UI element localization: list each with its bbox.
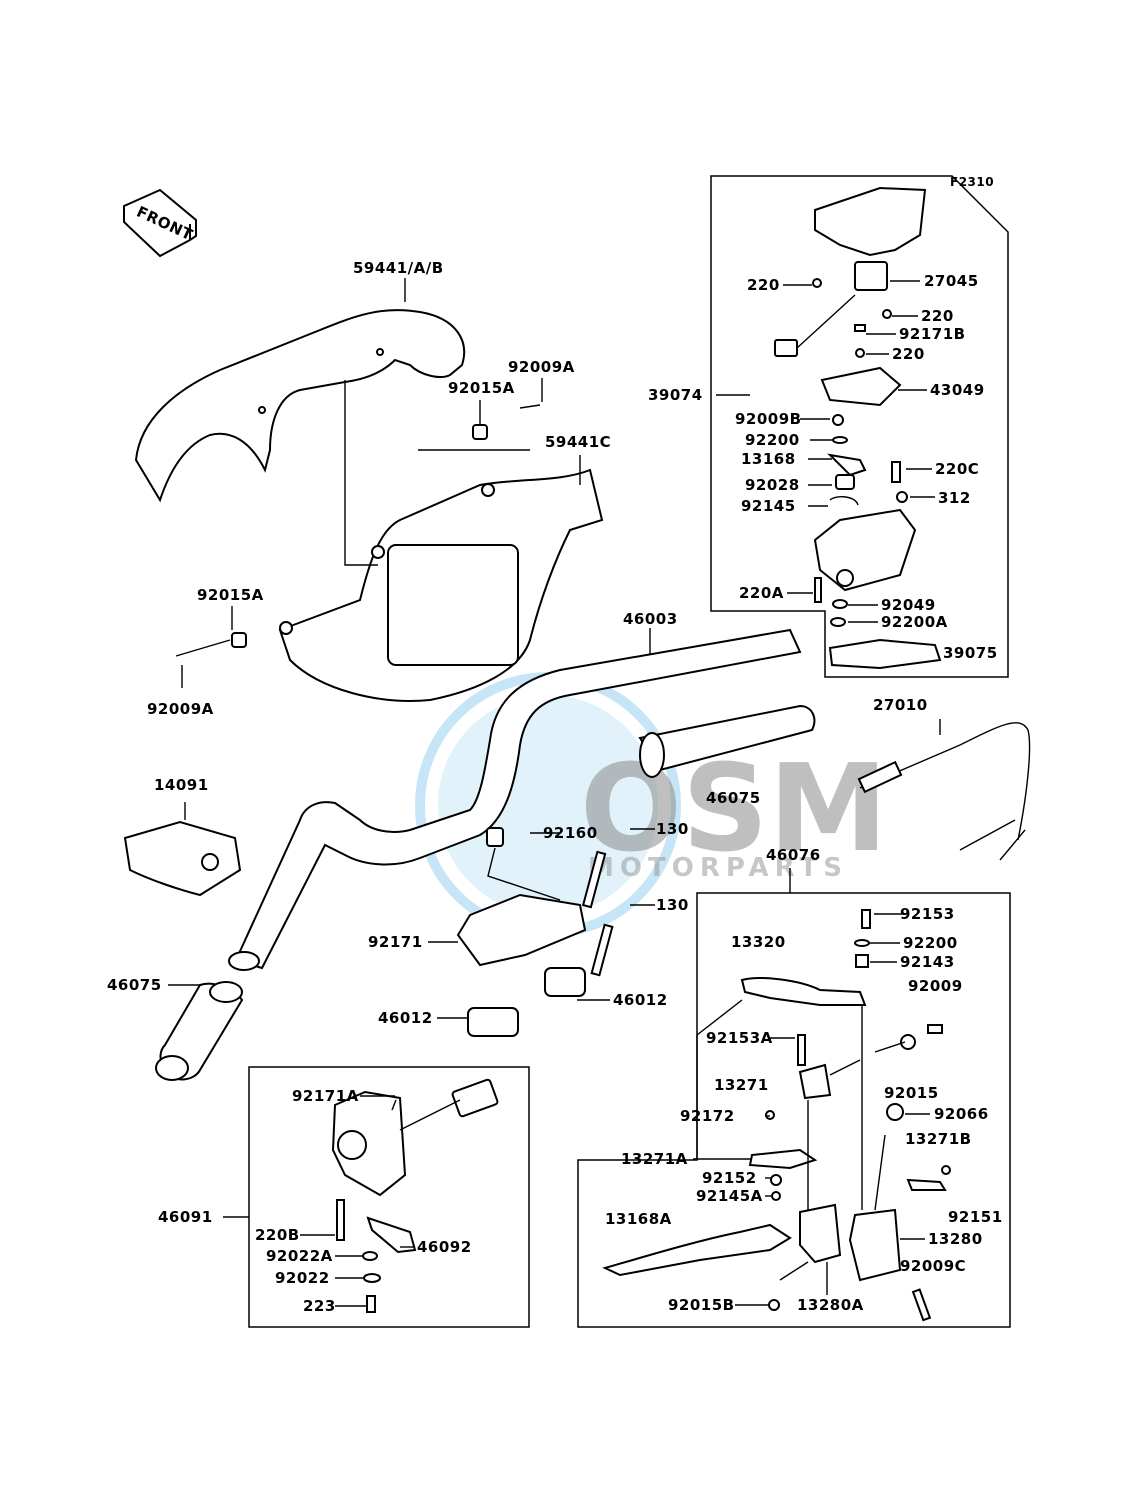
label-92015b: 92015B bbox=[668, 1296, 735, 1314]
handlebar-cover-collar bbox=[175, 404, 541, 657]
label-92160: 92160 bbox=[543, 824, 598, 842]
label-92200-2: 92200 bbox=[903, 934, 958, 952]
handlebar-cover-lower bbox=[278, 468, 604, 702]
throttle-cable bbox=[857, 722, 1031, 861]
label-46075-2: 46075 bbox=[107, 976, 162, 994]
label-46075-1: 46075 bbox=[706, 789, 761, 807]
diagram-code: F2310 bbox=[950, 175, 994, 189]
label-46012-2: 46012 bbox=[378, 1009, 433, 1027]
label-92153a: 92153A bbox=[706, 1029, 773, 1047]
label-92066: 92066 bbox=[934, 1105, 989, 1123]
right-switch-hardware bbox=[812, 278, 908, 627]
label-92200-1: 92200 bbox=[745, 431, 800, 449]
label-46003: 46003 bbox=[623, 610, 678, 628]
label-46092: 46092 bbox=[417, 1238, 472, 1256]
label-92151: 92151 bbox=[948, 1208, 1003, 1226]
label-92022a: 92022A bbox=[266, 1247, 333, 1265]
label-92145a: 92145A bbox=[696, 1187, 763, 1205]
label-13271b: 13271B bbox=[905, 1130, 972, 1148]
label-13280: 13280 bbox=[928, 1230, 983, 1248]
label-27010: 27010 bbox=[873, 696, 928, 714]
label-92171b: 92171B bbox=[899, 325, 966, 343]
clutch-lever-parts bbox=[602, 909, 951, 1322]
label-220c: 220C bbox=[935, 460, 979, 478]
label-92152: 92152 bbox=[702, 1169, 757, 1187]
handlebar-holder bbox=[467, 967, 586, 1037]
label-92015a-2: 92015A bbox=[197, 586, 264, 604]
label-220-2: 220 bbox=[921, 307, 954, 325]
label-13168a: 13168A bbox=[605, 1210, 672, 1228]
label-92009: 92009 bbox=[908, 977, 963, 995]
label-13271: 13271 bbox=[714, 1076, 769, 1094]
label-130-2: 130 bbox=[656, 896, 689, 914]
label-92172: 92172 bbox=[680, 1107, 735, 1125]
label-92171a: 92171A bbox=[292, 1087, 359, 1105]
label-92009b: 92009B bbox=[735, 410, 802, 428]
handlebar-cover-upper bbox=[134, 309, 466, 503]
label-46012-1: 46012 bbox=[613, 991, 668, 1009]
right-switch-housing bbox=[774, 186, 942, 670]
label-39075: 39075 bbox=[943, 644, 998, 662]
label-92049: 92049 bbox=[881, 596, 936, 614]
handlebar-tube bbox=[228, 628, 802, 971]
right-switch-group-box bbox=[710, 175, 1009, 678]
label-92200a: 92200A bbox=[881, 613, 948, 631]
switch-cover-14091 bbox=[123, 820, 242, 897]
part-labels: 59441/A/B 92009A 92015A 59441C 92015A 92… bbox=[107, 259, 1003, 1315]
label-14091: 14091 bbox=[154, 776, 209, 794]
label-312: 312 bbox=[938, 489, 971, 507]
left-switch-group-box bbox=[248, 1066, 530, 1328]
left-switch-parts bbox=[331, 1078, 499, 1313]
label-13280a: 13280A bbox=[797, 1296, 864, 1314]
label-220b: 220B bbox=[255, 1226, 300, 1244]
label-220-1: 220 bbox=[747, 276, 780, 294]
label-59441c: 59441C bbox=[545, 433, 611, 451]
grip-right bbox=[638, 704, 816, 778]
label-92153: 92153 bbox=[900, 905, 955, 923]
label-92171: 92171 bbox=[368, 933, 423, 951]
label-92015a-1: 92015A bbox=[448, 379, 515, 397]
label-27045: 27045 bbox=[924, 272, 979, 290]
front-arrow-icon: FRONT bbox=[123, 188, 197, 258]
label-92015: 92015 bbox=[884, 1084, 939, 1102]
bolt-130 bbox=[581, 850, 614, 977]
bracket-92171 bbox=[456, 827, 587, 967]
watermark-sub: MOTORPARTS bbox=[588, 853, 848, 883]
label-220-3: 220 bbox=[892, 345, 925, 363]
label-39074: 39074 bbox=[648, 386, 703, 404]
label-223: 223 bbox=[303, 1297, 336, 1315]
label-13168: 13168 bbox=[741, 450, 796, 468]
label-92143: 92143 bbox=[900, 953, 955, 971]
watermark-brand: OSM bbox=[580, 740, 888, 879]
label-92009a-2: 92009A bbox=[147, 700, 214, 718]
label-leaders bbox=[300, 280, 935, 1307]
label-220a: 220A bbox=[739, 584, 784, 602]
label-92009c: 92009C bbox=[900, 1257, 966, 1275]
label-130-1: 130 bbox=[656, 820, 689, 838]
label-92009a-1: 92009A bbox=[508, 358, 575, 376]
label-59441-a-b: 59441/A/B bbox=[353, 259, 444, 277]
label-92028: 92028 bbox=[745, 476, 800, 494]
label-92022: 92022 bbox=[275, 1269, 330, 1287]
label-46091: 46091 bbox=[158, 1208, 213, 1226]
leader-lines bbox=[168, 278, 941, 1218]
label-13320: 13320 bbox=[731, 933, 786, 951]
label-46076: 46076 bbox=[766, 846, 821, 864]
label-92145: 92145 bbox=[741, 497, 796, 515]
label-13271a: 13271A bbox=[621, 1150, 688, 1168]
grip-left bbox=[155, 981, 244, 1081]
label-43049: 43049 bbox=[930, 381, 985, 399]
